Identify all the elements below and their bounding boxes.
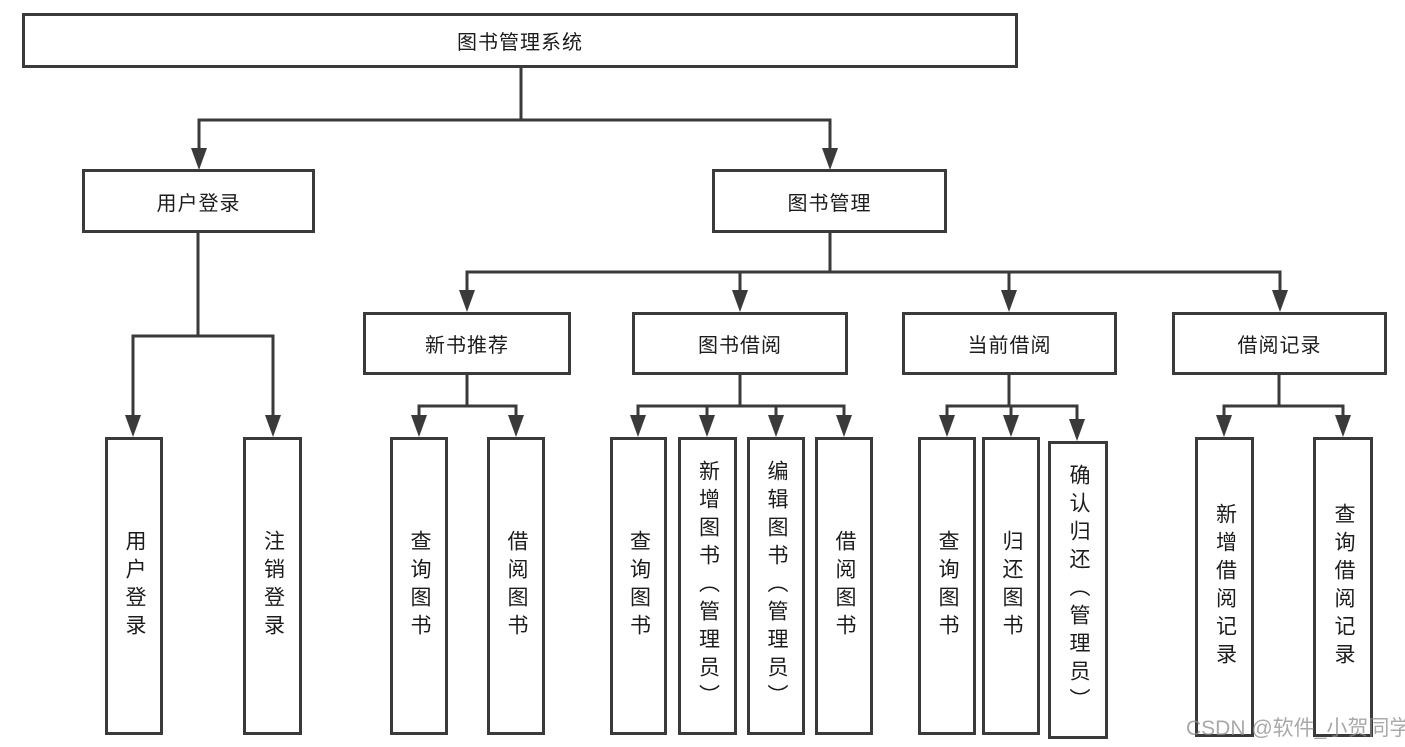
leaf-return-books: 归还图书	[982, 437, 1040, 735]
leaf-query-books-borrowing-label: 查询图书	[627, 530, 651, 642]
leaf-add-books-admin-label: 新增图书（管理员）	[696, 460, 720, 712]
leaf-query-borrow-record-label: 查询借阅记录	[1332, 503, 1355, 671]
node-book-borrowing-label: 图书借阅	[698, 335, 782, 357]
leaf-borrow-books-label: 借阅图书	[833, 530, 856, 642]
leaf-add-borrow-record: 新增借阅记录	[1195, 437, 1254, 737]
leaf-edit-books-admin: 编辑图书（管理员）	[747, 437, 805, 735]
leaf-query-books-borrowing: 查询图书	[610, 437, 667, 735]
node-library-system: 图书管理系统	[22, 13, 1018, 68]
node-borrow-records: 借阅记录	[1172, 312, 1387, 375]
leaf-confirm-return-admin-label: 确认归还（管理员）	[1067, 464, 1090, 716]
leaf-confirm-return-admin: 确认归还（管理员）	[1048, 441, 1108, 739]
leaf-logout-label: 注销登录	[261, 530, 285, 642]
leaf-query-borrow-record: 查询借阅记录	[1313, 437, 1373, 737]
node-book-management-label: 图书管理	[787, 192, 872, 215]
node-new-book-recommendation-label: 新书推荐	[425, 335, 509, 357]
leaf-query-books-current: 查询图书	[918, 437, 976, 735]
node-current-borrowing-label: 当前借阅	[967, 335, 1052, 357]
node-current-borrowing: 当前借阅	[902, 312, 1117, 375]
leaf-user-login: 用户登录	[105, 437, 163, 735]
leaf-query-books-recommend: 查询图书	[390, 437, 448, 735]
leaf-borrow-books: 借阅图书	[815, 437, 873, 735]
leaf-borrow-books-recommend: 借阅图书	[487, 437, 545, 735]
node-borrow-records-label: 借阅记录	[1237, 335, 1322, 357]
leaf-borrow-books-recommend-label: 借阅图书	[505, 530, 528, 642]
leaf-query-books-current-label: 查询图书	[936, 530, 959, 642]
node-book-management: 图书管理	[712, 169, 947, 233]
leaf-user-login-label: 用户登录	[123, 530, 146, 642]
leaf-add-borrow-record-label: 新增借阅记录	[1213, 503, 1237, 671]
node-book-borrowing: 图书借阅	[632, 312, 848, 375]
node-user-login: 用户登录	[82, 169, 315, 233]
leaf-query-books-recommend-label: 查询图书	[408, 530, 431, 642]
node-user-login-label: 用户登录	[156, 192, 241, 215]
leaf-add-books-admin: 新增图书（管理员）	[678, 437, 737, 735]
leaf-edit-books-admin-label: 编辑图书（管理员）	[765, 460, 788, 712]
node-new-book-recommendation: 新书推荐	[363, 312, 571, 375]
leaf-return-books-label: 归还图书	[1000, 530, 1023, 642]
leaf-logout: 注销登录	[243, 437, 302, 735]
node-library-system-label: 图书管理系统	[457, 32, 583, 54]
